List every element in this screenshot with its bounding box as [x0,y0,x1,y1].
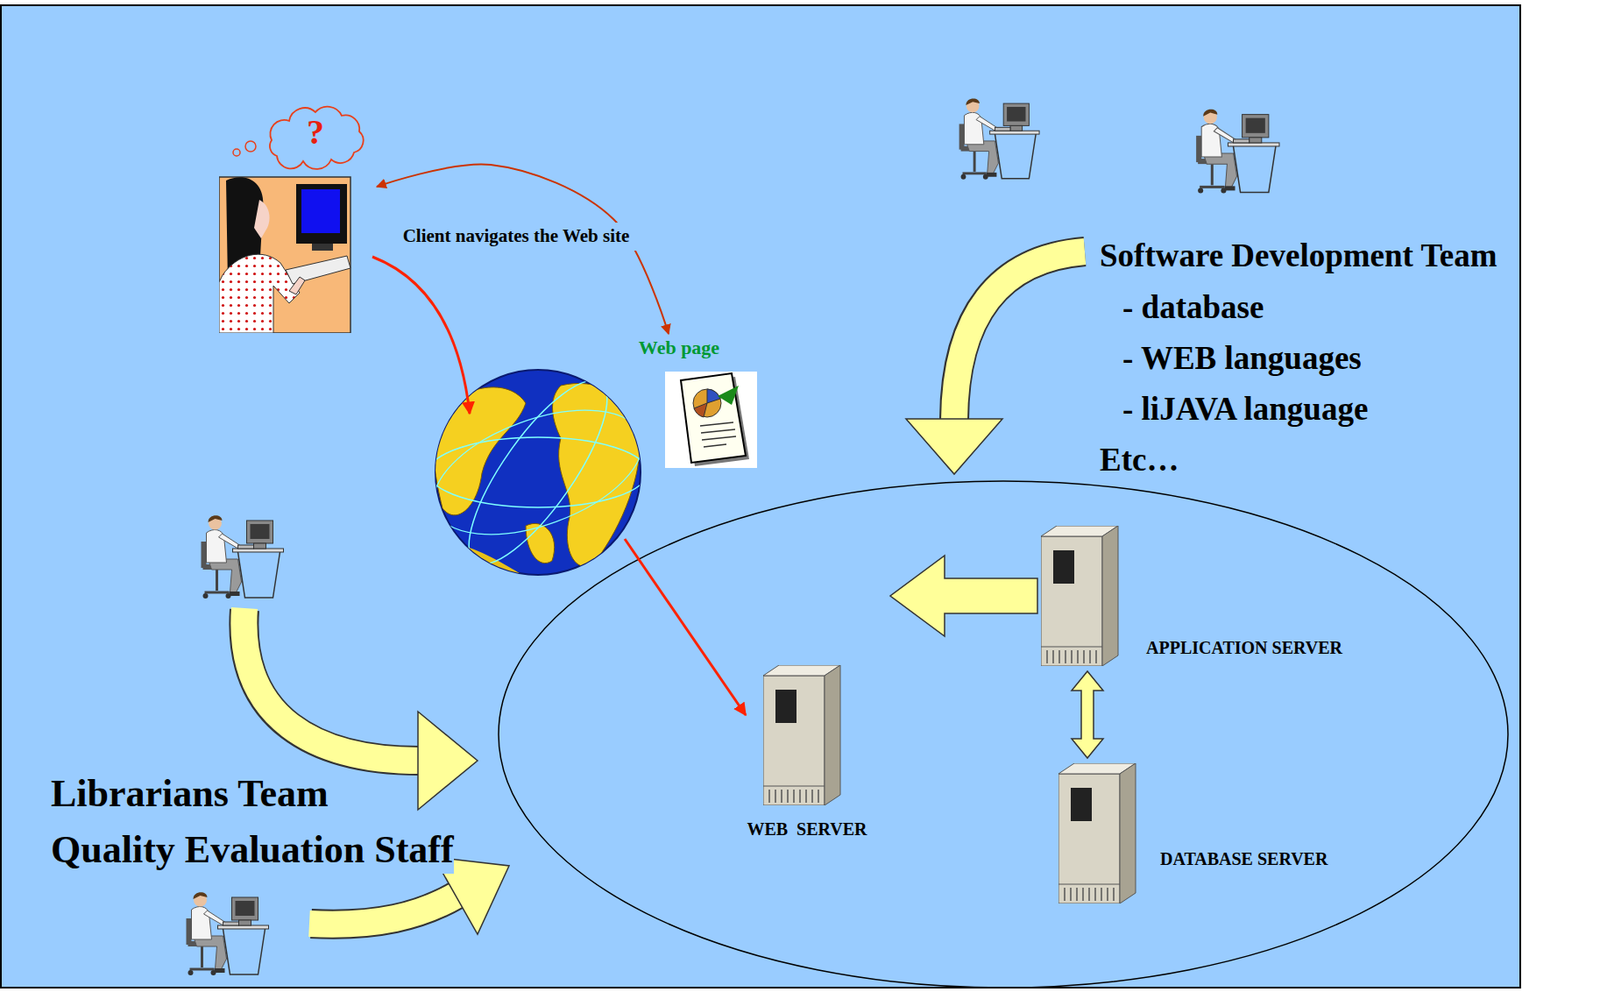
globe [417,362,659,596]
node-icon [1040,525,1120,666]
team-skill: Etc… [1099,440,1179,480]
node-icon [665,371,758,468]
team-title: Software Development Team [1099,236,1498,276]
node-label: DATABASE SERVER [1160,849,1328,870]
web-server: WEB SERVER [732,665,887,843]
node-label: APPLICATION SERVER [1146,637,1343,659]
node-label: ? [296,112,335,153]
node-icon [763,665,843,806]
node-icon-shape [1058,763,1136,904]
client-workstation: ? [219,96,376,333]
node-icon-shape [763,665,841,806]
node-icon [219,96,376,333]
background-panel [0,5,1521,988]
team-title: Librarians Team [50,771,329,818]
server-zone-ellipse [498,481,1508,988]
team-skill: - WEB languages [1122,339,1362,378]
node-label: Web page [613,336,745,359]
node-icon-shape [1040,525,1119,666]
team-skill: - liJAVA language [1122,389,1368,429]
node-icon [1058,763,1138,904]
data-flow-arrow [1071,671,1104,758]
team-skill: - database [1122,288,1264,327]
node-label: WEB SERVER [732,819,882,840]
node-icon-shape [665,371,758,468]
node-icon-shape [219,106,364,333]
network-arrows [372,256,746,716]
edge-label: Client navigates the Web site [396,222,637,251]
navigation-arrow [376,163,669,334]
team-title: Quality Evaluation Staff [50,827,454,874]
web-page-icon: Web page [613,336,765,468]
data-flow-arrow [890,555,1038,637]
application-server: APPLICATION SERVER [1040,525,1348,666]
database-server: DATABASE SERVER [1058,763,1333,904]
